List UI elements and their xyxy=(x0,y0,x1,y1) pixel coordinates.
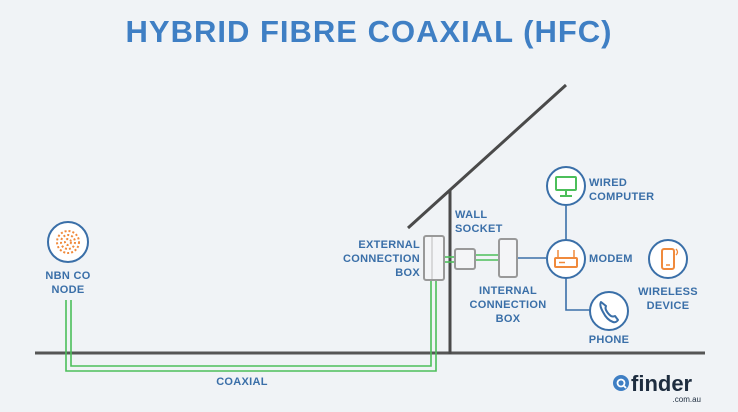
computer-circle xyxy=(546,166,586,206)
house-roof xyxy=(406,83,568,230)
cable-label: COAXIAL xyxy=(216,376,268,388)
computer-label-line1: WIRED xyxy=(589,177,627,189)
router-icon xyxy=(554,250,578,268)
wall-socket xyxy=(454,248,476,270)
node-circle xyxy=(47,221,89,263)
wall-label-line1: WALL xyxy=(455,209,487,221)
coaxial-cable xyxy=(65,280,437,372)
coaxial-cable-outer xyxy=(65,280,437,372)
finder-logo: finder .com.au xyxy=(613,371,701,404)
brand-name: finder xyxy=(631,371,693,396)
ext-box-label-line2: CONNECTION xyxy=(343,253,420,265)
computer-label-line2: COMPUTER xyxy=(589,191,654,203)
brand-domain: .com.au xyxy=(673,395,701,404)
internal-box-shape xyxy=(498,238,518,278)
node-ring-mid xyxy=(60,234,76,250)
router-body xyxy=(554,257,578,268)
wireless-circle xyxy=(648,239,688,279)
int-box-label-line2: CONNECTION xyxy=(470,299,547,311)
ext-box-label-line3: BOX xyxy=(395,267,420,279)
phone-circle xyxy=(589,291,629,331)
node-ring-outer xyxy=(56,230,80,254)
nbn-node xyxy=(47,221,89,263)
magnifier-lens xyxy=(616,378,626,388)
external-connection-box xyxy=(423,235,445,281)
coaxial-cable-inner xyxy=(70,280,432,367)
internal-connection-box xyxy=(498,238,518,278)
external-box-shape xyxy=(423,235,445,281)
magnifier-icon xyxy=(613,375,629,391)
ext-box-label-line1: EXTERNAL xyxy=(358,239,420,251)
diagram-title: HYBRID FIBRE COAXIAL (HFC) xyxy=(126,14,613,49)
house-outline xyxy=(406,83,568,354)
wall-label-line2: SOCKET xyxy=(455,223,503,235)
int-box-label-line1: INTERNAL xyxy=(479,285,537,297)
smartphone-icon xyxy=(661,248,679,270)
phone xyxy=(589,291,629,331)
wireless-label-line1: WIRELESS xyxy=(638,286,698,298)
phone-label: PHONE xyxy=(589,334,630,346)
wired-computer xyxy=(546,166,586,206)
magnifier-handle xyxy=(622,384,627,389)
wireless-device xyxy=(648,239,688,279)
node-ring-inner xyxy=(64,238,72,246)
modem xyxy=(546,239,586,279)
device-cables xyxy=(517,206,591,311)
modem-label: MODEM xyxy=(589,253,633,265)
wireless-label-line2: DEVICE xyxy=(647,300,690,312)
cable-modem-to-phone xyxy=(565,278,591,311)
wifi-wave xyxy=(675,248,679,256)
smartphone-body xyxy=(661,248,675,270)
phone-handset-icon xyxy=(599,301,619,324)
int-box-label-line3: BOX xyxy=(496,313,521,325)
monitor-icon xyxy=(555,176,577,197)
node-label-line2: NODE xyxy=(52,284,85,296)
satellite-dish-icon xyxy=(56,230,80,254)
node-label-line1: NBN CO xyxy=(45,270,90,282)
